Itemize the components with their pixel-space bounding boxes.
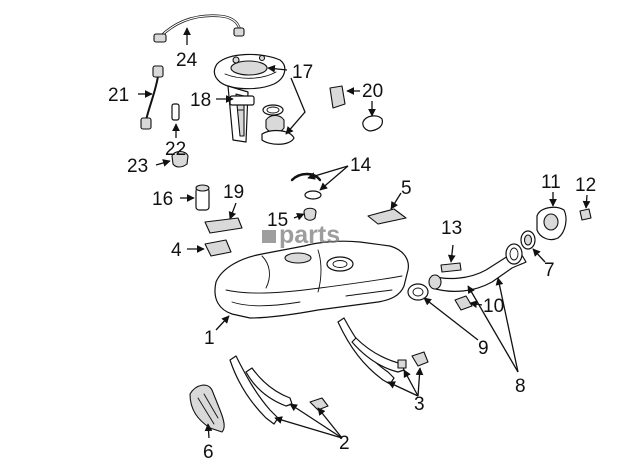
part-19-pad — [204, 217, 243, 234]
callout-4: 4 — [171, 240, 182, 261]
part-18-pump-bracket — [227, 85, 255, 143]
part-8-filler-pipe — [428, 243, 527, 292]
callout-15: 15 — [267, 210, 288, 231]
part-24-wire-harness — [153, 14, 245, 43]
part-22-pin — [171, 103, 180, 121]
part-1-fuel-tank — [214, 240, 409, 319]
part-11-filler-door — [536, 206, 567, 241]
callout-22: 22 — [165, 139, 186, 160]
part-7-seal — [520, 230, 536, 250]
part-2-straps — [229, 355, 329, 425]
part-9-grommet — [407, 283, 429, 301]
part-12-bumper — [579, 208, 592, 221]
callout-13: 13 — [441, 218, 462, 239]
callout-3: 3 — [414, 394, 425, 415]
part-16-fuel-filter — [195, 184, 210, 211]
callout-18: 18 — [190, 90, 211, 111]
callout-5: 5 — [401, 178, 412, 199]
callout-19: 19 — [223, 182, 244, 203]
part-21-sender-wire — [140, 65, 164, 130]
callout-10: 10 — [483, 296, 504, 317]
part-15-grommet — [303, 207, 317, 221]
callout-20: 20 — [362, 81, 383, 102]
callout-1: 1 — [204, 328, 215, 349]
leader-lines — [138, 27, 591, 439]
callout-labels: 24 17 21 18 20 22 23 14 16 19 5 15 11 12… — [108, 50, 596, 463]
callout-23: 23 — [127, 156, 148, 177]
callout-12: 12 — [575, 175, 596, 196]
part-23-clip — [171, 150, 189, 168]
part-4-protector — [204, 239, 232, 257]
part-10-bracket — [454, 295, 473, 311]
callout-11: 11 — [541, 172, 561, 193]
callout-2: 2 — [339, 433, 350, 454]
callout-17: 17 — [292, 62, 313, 83]
callout-16: 16 — [152, 189, 173, 210]
part-14-hose-clip — [290, 172, 322, 200]
part-13-clamp — [440, 262, 462, 273]
callout-6: 6 — [203, 442, 214, 463]
part-5-insulator — [367, 208, 407, 225]
callout-21: 21 — [108, 85, 129, 106]
callout-7: 7 — [544, 260, 555, 281]
watermark-text: parts — [279, 221, 340, 249]
part-17-seal-rings — [261, 104, 295, 145]
callout-9: 9 — [478, 338, 489, 359]
callout-14: 14 — [350, 155, 372, 176]
callout-8: 8 — [515, 376, 526, 397]
callout-24: 24 — [176, 50, 198, 71]
part-17-pump-sender-plate — [213, 53, 286, 90]
part-3-straps — [337, 317, 429, 385]
watermark: parts — [262, 221, 340, 249]
part-6-heat-shield — [189, 384, 225, 433]
